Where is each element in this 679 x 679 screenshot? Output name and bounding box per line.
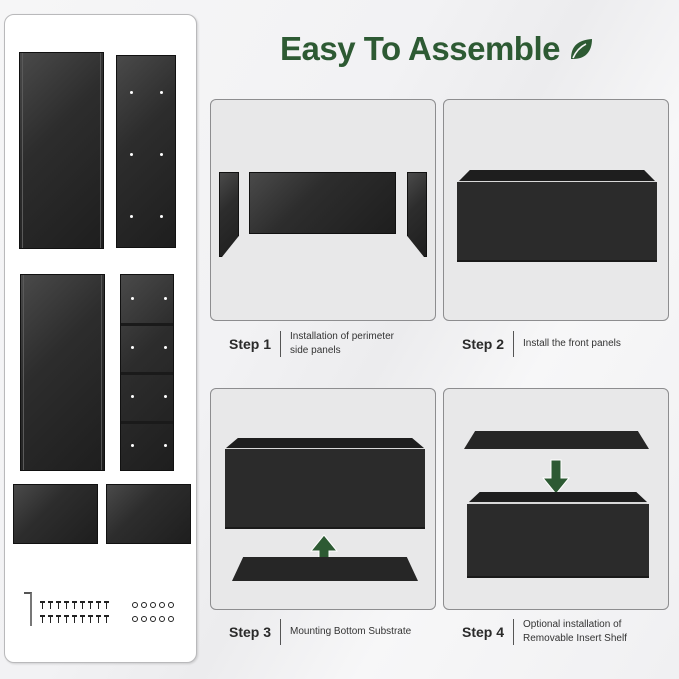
step-number: Step 2: [462, 336, 505, 352]
step-4-label: Step 4 Optional installation of Removabl…: [462, 617, 638, 647]
arrow-down-icon: [542, 459, 570, 495]
assembled-box: [467, 504, 649, 578]
step-1-image: [210, 99, 436, 321]
page-title: Easy To Assemble: [280, 30, 560, 67]
assembled-box: [225, 449, 425, 529]
step-2-image: [443, 99, 669, 321]
box-rim: [458, 170, 656, 182]
step-4-image: [443, 388, 669, 610]
step-number: Step 3: [229, 624, 272, 640]
parts-panel: [4, 14, 197, 663]
front-panel: [249, 172, 396, 234]
washers-row-2: [132, 616, 174, 622]
step-number: Step 1: [229, 336, 272, 352]
box-rim: [226, 438, 424, 448]
step-description: Optional installation of Removable Inser…: [523, 619, 627, 644]
washers-row-1: [132, 602, 174, 608]
leaf-icon: [570, 39, 592, 59]
step-3-image: [210, 388, 436, 610]
small-panel-2: [106, 484, 191, 544]
hardware-kit: [18, 590, 188, 630]
short-end-panel: [116, 55, 176, 248]
divider: [280, 619, 282, 645]
box-rim: [469, 492, 647, 502]
side-panel-left: [219, 172, 239, 257]
long-side-panel-2: [20, 274, 105, 471]
assembled-box: [457, 182, 657, 262]
small-panel-1: [13, 484, 98, 544]
insert-shelf: [464, 431, 649, 449]
step-3-label: Step 3 Mounting Bottom Substrate: [229, 617, 411, 647]
segmented-end-panel: [120, 274, 174, 471]
side-panel-right: [407, 172, 427, 257]
screws-row-2: [40, 615, 109, 623]
divider: [513, 331, 515, 357]
step-description: Installation of perimeter side panels: [290, 331, 394, 356]
step-2-label: Step 2 Install the front panels: [462, 329, 621, 359]
title-bar: Easy To Assemble: [280, 30, 594, 68]
screws-row-1: [40, 601, 109, 609]
step-description: Mounting Bottom Substrate: [290, 626, 412, 637]
allen-key-icon: [24, 592, 32, 626]
step-description: Install the front panels: [523, 338, 621, 349]
step-number: Step 4: [462, 624, 505, 640]
divider: [513, 619, 515, 645]
long-side-panel-1: [19, 52, 104, 249]
step-1-label: Step 1 Installation of perimeter side pa…: [229, 329, 415, 359]
divider: [280, 331, 282, 357]
bottom-substrate: [232, 557, 418, 581]
